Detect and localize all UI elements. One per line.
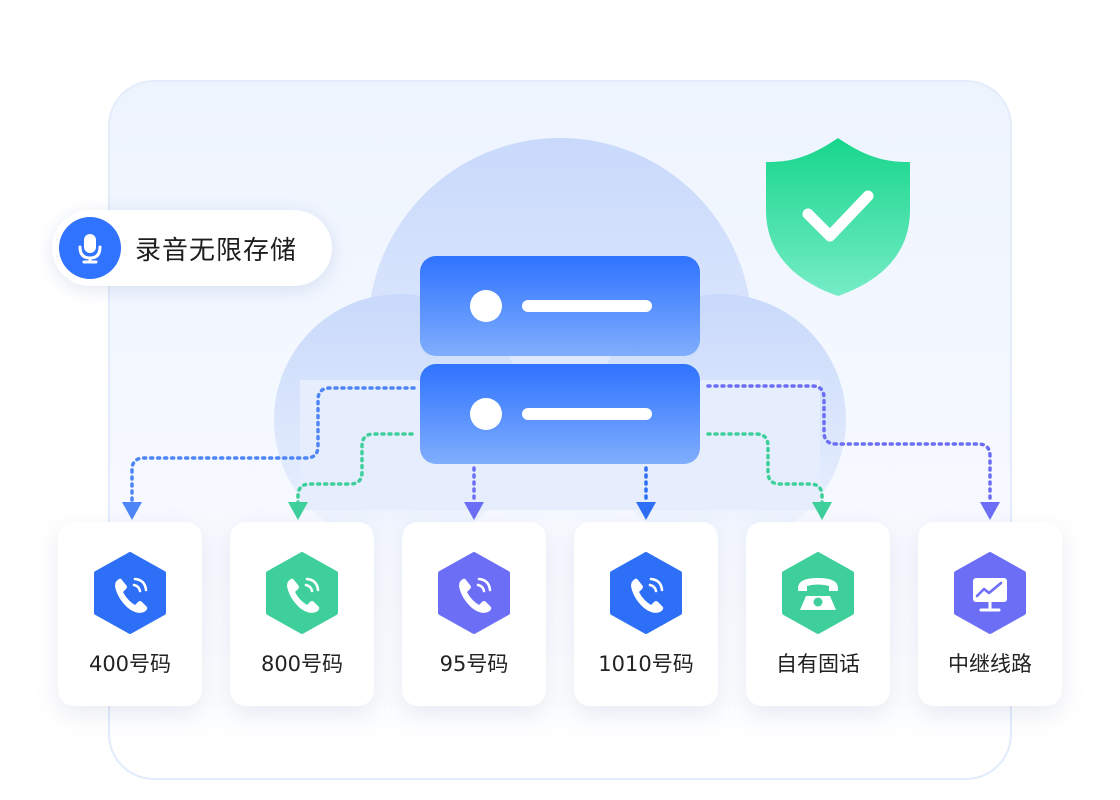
arrowhead-1010 — [636, 502, 656, 520]
phone-signal-icon — [266, 552, 338, 634]
badge-label: 录音无限存储 — [135, 235, 298, 266]
security-shield-icon — [766, 138, 910, 296]
card-800-number[interactable]: 800号码 — [230, 522, 374, 706]
connector-trunk — [706, 384, 992, 504]
card-label: 中继线路 — [948, 652, 1032, 676]
card-trunk-line[interactable]: 中继线路 — [918, 522, 1062, 706]
monitor-chart-icon — [954, 552, 1026, 634]
phone-signal-icon — [94, 552, 166, 634]
card-label: 95号码 — [439, 652, 509, 676]
arrowhead-trunk — [980, 502, 1000, 520]
connector-landline — [706, 432, 824, 504]
landline-phone-icon — [782, 552, 854, 634]
card-1010-number[interactable]: 1010号码 — [574, 522, 718, 706]
card-label: 800号码 — [260, 652, 344, 676]
arrowhead-landline — [812, 502, 832, 520]
card-400-number[interactable]: 400号码 — [58, 522, 202, 706]
card-label: 400号码 — [88, 652, 172, 676]
connector-800 — [296, 432, 414, 504]
card-label: 1010号码 — [598, 652, 694, 676]
microphone-icon — [59, 217, 121, 279]
connector-400 — [130, 386, 416, 504]
arrowhead-400 — [122, 502, 142, 520]
card-95-number[interactable]: 95号码 — [402, 522, 546, 706]
phone-signal-icon — [438, 552, 510, 634]
arrowhead-800 — [288, 502, 308, 520]
phone-signal-icon — [610, 552, 682, 634]
card-own-landline[interactable]: 自有固话 — [746, 522, 890, 706]
server-stack-icon — [420, 256, 700, 464]
recording-storage-badge: 录音无限存储 — [52, 210, 332, 286]
card-label: 自有固话 — [776, 652, 860, 676]
arrowhead-95 — [464, 502, 484, 520]
